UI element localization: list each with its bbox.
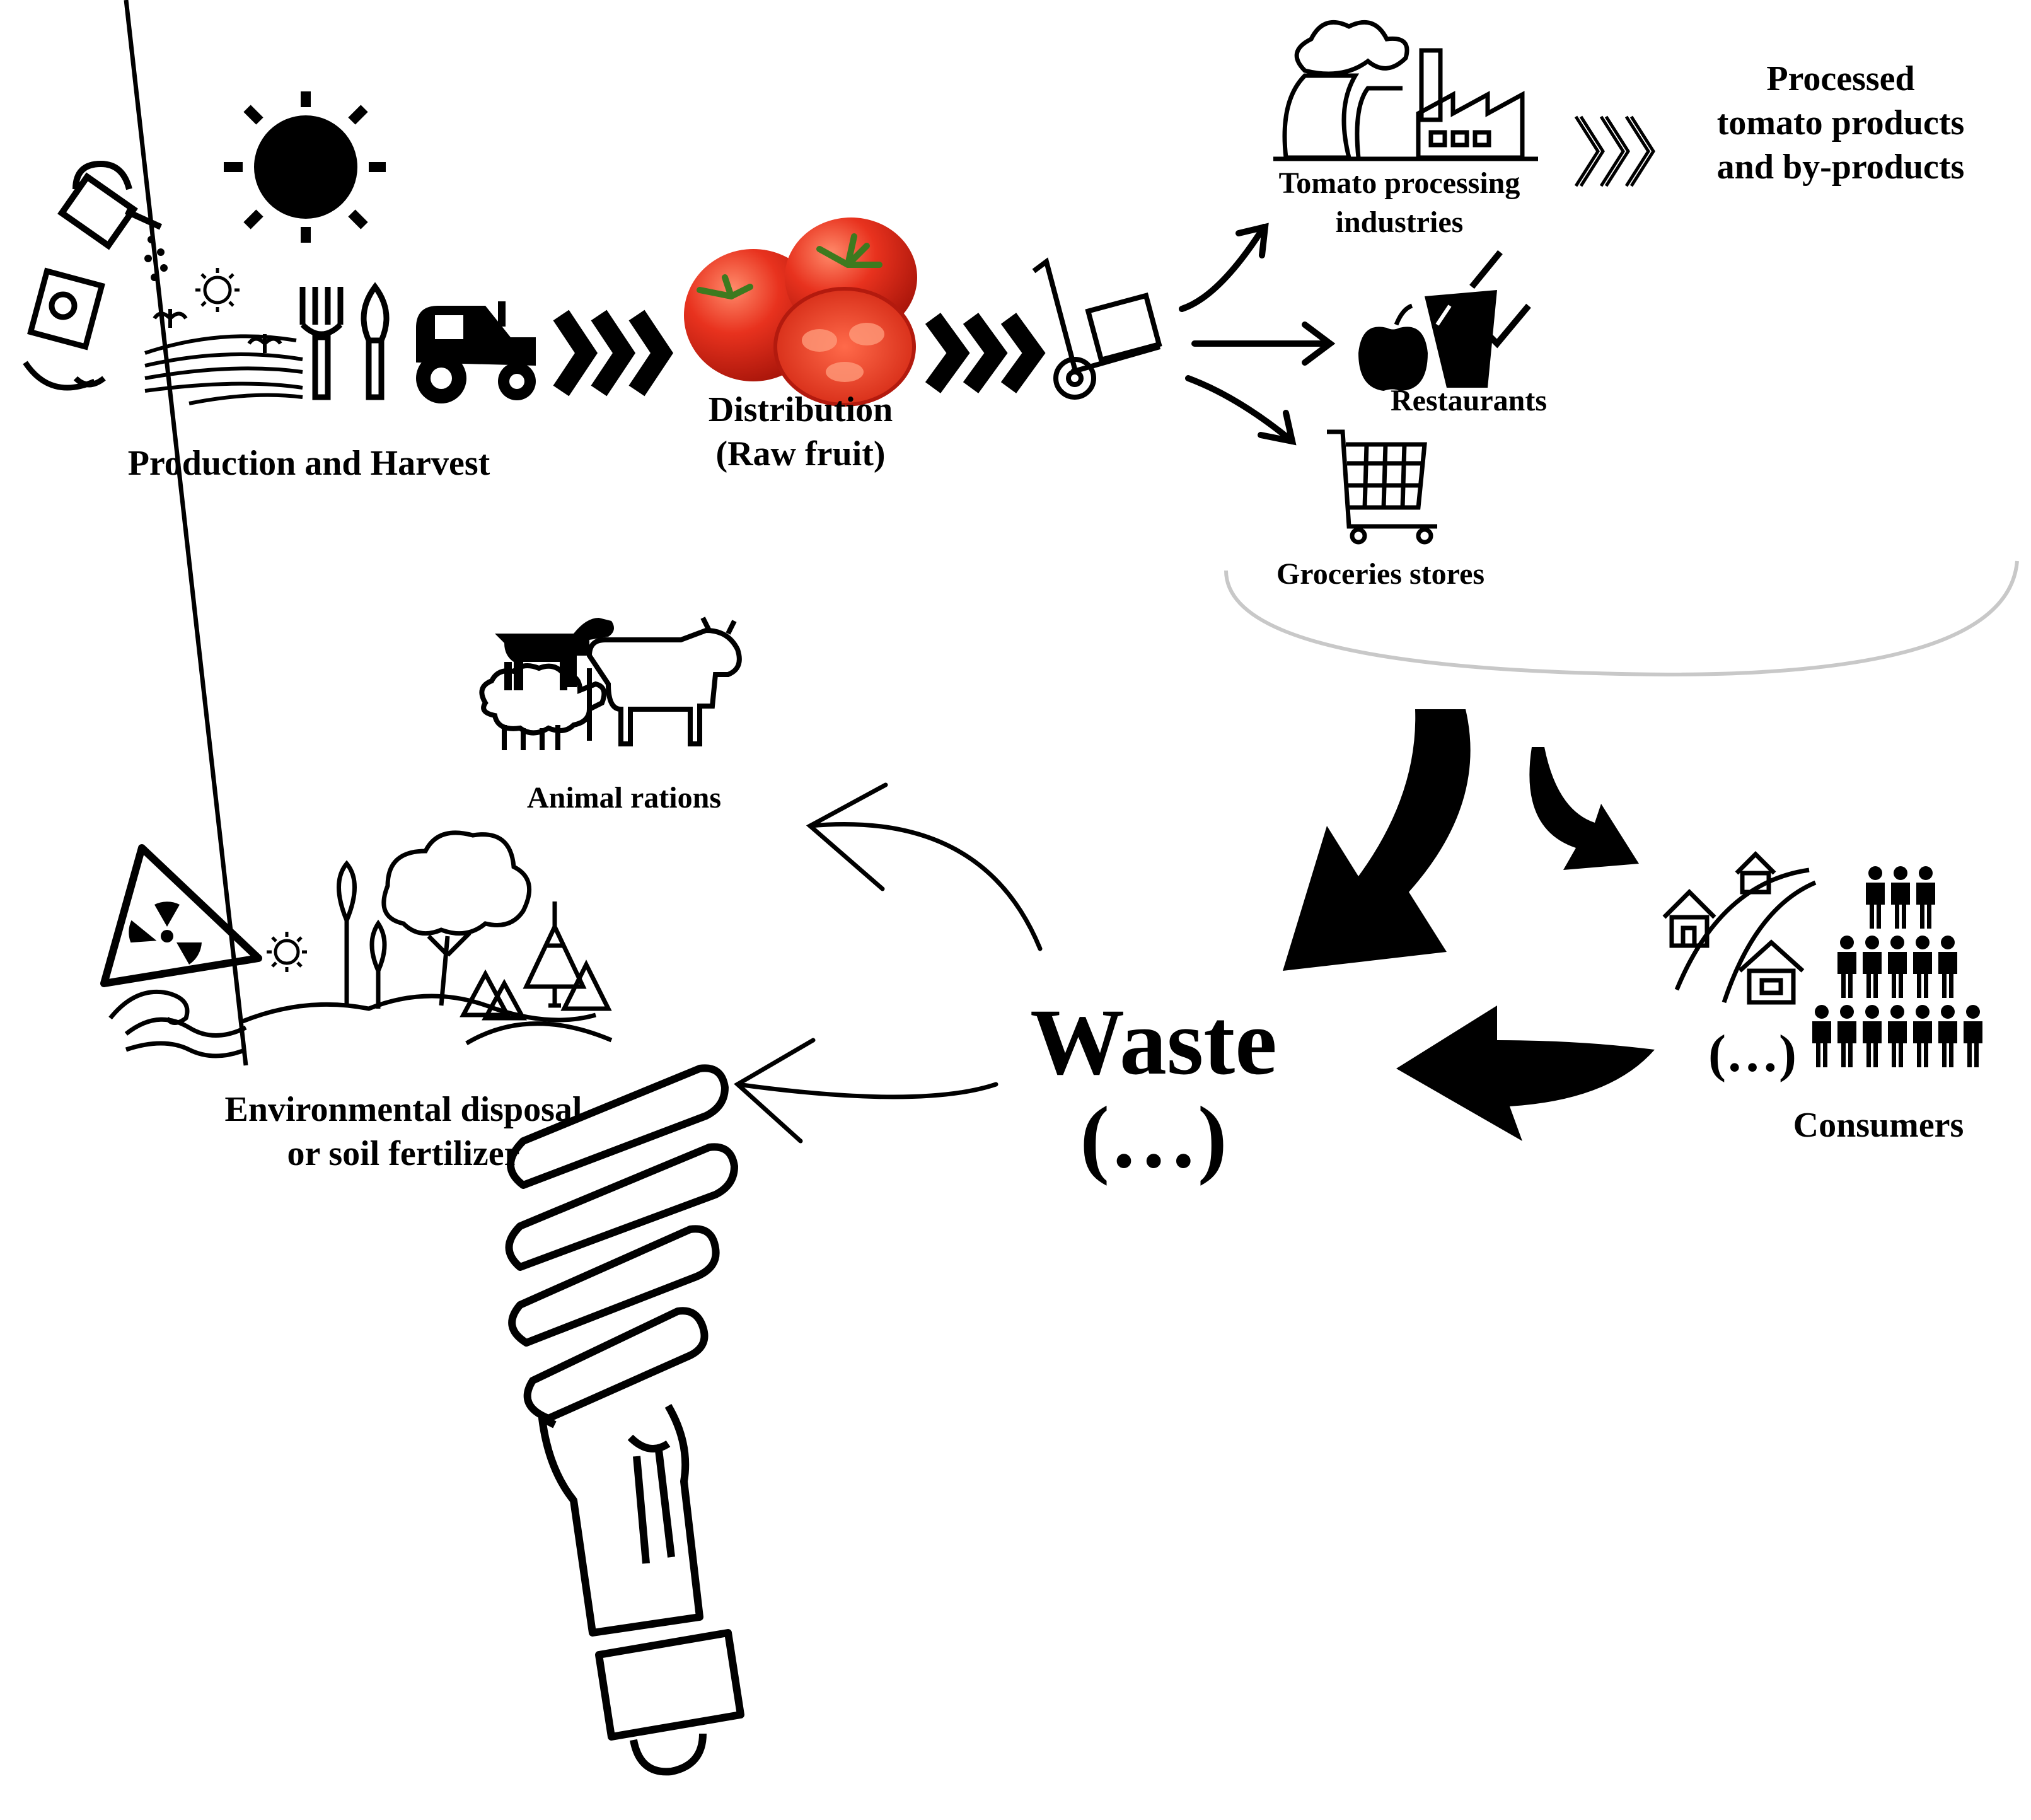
person-figure-head xyxy=(1919,866,1933,880)
person-figure-head xyxy=(1815,1005,1829,1019)
person-figure-head xyxy=(1941,936,1955,949)
tractor-icon xyxy=(416,301,536,403)
person-figure-head xyxy=(1916,936,1930,949)
hand-truck-icon xyxy=(1032,257,1162,400)
label-groceries-stores: Groceries stores xyxy=(1276,557,1485,591)
arrow-to-groceries xyxy=(1185,375,1295,444)
small-sun-icon xyxy=(195,268,240,312)
sun-icon xyxy=(224,91,386,243)
trowel-icon xyxy=(361,282,390,400)
person-figure-head xyxy=(1890,1005,1904,1019)
person-figure-body xyxy=(1938,1021,1957,1067)
person-figure-body xyxy=(1888,952,1907,998)
person-figure-head xyxy=(1840,1005,1854,1019)
branch-arrows xyxy=(1179,223,1336,446)
watering-can-icon xyxy=(57,160,168,281)
small-sun-icon xyxy=(267,932,307,972)
hazard-warning-icon xyxy=(100,844,262,987)
houses-road-icon xyxy=(1662,851,1817,1005)
arrow-retail-to-consumers xyxy=(1529,747,1639,870)
label-consumers: Consumers xyxy=(1793,1106,1964,1145)
arrow-waste-to-environment xyxy=(734,1038,998,1144)
person-figure-body xyxy=(1964,1021,1982,1067)
dog-icon xyxy=(495,618,614,690)
person-figure-body xyxy=(1913,1021,1932,1067)
person-figure-head xyxy=(1890,936,1904,949)
tomatoes-icon xyxy=(684,217,917,407)
light-bulb-icon xyxy=(505,1064,744,1776)
seed-packet-icon xyxy=(23,267,106,391)
person-figure-body xyxy=(1863,952,1882,998)
landscape-icon xyxy=(108,0,613,1066)
factory-icon xyxy=(1273,20,1538,161)
sheep-icon xyxy=(479,663,607,750)
arrow-to-industries xyxy=(1179,224,1267,312)
restaurant-icon xyxy=(1358,250,1531,391)
person-figure-body xyxy=(1916,883,1935,929)
label-distribution: Distribution (Raw fruit) xyxy=(708,390,893,473)
person-figure-head xyxy=(1916,1005,1930,1019)
person-figure-body xyxy=(1863,1021,1882,1067)
label-production-harvest: Production and Harvest xyxy=(127,444,490,483)
label-tomato-processing-industries: Tomato processing industries xyxy=(1278,166,1520,240)
chevron-arrows-icon xyxy=(553,310,674,397)
label-environmental-disposal: Environmental disposal or soil fertilize… xyxy=(224,1090,582,1173)
person-figure-body xyxy=(1938,952,1957,998)
label-consumers-ellipsis: (…) xyxy=(1708,1024,1797,1083)
shopping-cart-icon xyxy=(1327,429,1437,545)
person-figure-head xyxy=(1865,936,1879,949)
person-figure-head xyxy=(1966,1005,1980,1019)
person-figure-body xyxy=(1837,1021,1856,1067)
arrow-waste-to-animal-rations xyxy=(806,782,1043,951)
label-restaurants: Restaurants xyxy=(1391,384,1547,417)
arrow-retail-to-waste xyxy=(1283,709,1471,971)
person-figure-head xyxy=(1840,936,1854,949)
person-figure-body xyxy=(1837,952,1856,998)
person-figure-head xyxy=(1894,866,1907,880)
label-waste: Waste xyxy=(1030,990,1277,1094)
person-figure-body xyxy=(1812,1021,1831,1067)
retail-grouping-curve xyxy=(1224,560,2019,677)
person-figure-body xyxy=(1888,1021,1907,1067)
person-figure-body xyxy=(1891,883,1910,929)
label-animal-rations: Animal rations xyxy=(526,781,721,814)
chevron-arrows-icon xyxy=(1574,115,1655,187)
person-figure-body xyxy=(1866,883,1885,929)
person-figure-head xyxy=(1941,1005,1955,1019)
label-processed-products: Processed tomato products and by-product… xyxy=(1716,59,1965,187)
label-waste-ellipsis: (…) xyxy=(1080,1089,1227,1186)
crowd-icon xyxy=(1812,866,1982,1067)
person-figure-body xyxy=(1913,952,1932,998)
arrow-consumers-to-waste xyxy=(1396,1006,1655,1141)
person-figure-head xyxy=(1865,1005,1879,1019)
chevron-arrows-icon xyxy=(925,313,1046,393)
garden-fork-icon xyxy=(299,287,344,400)
person-figure-head xyxy=(1868,866,1882,880)
cow-icon xyxy=(586,617,742,746)
